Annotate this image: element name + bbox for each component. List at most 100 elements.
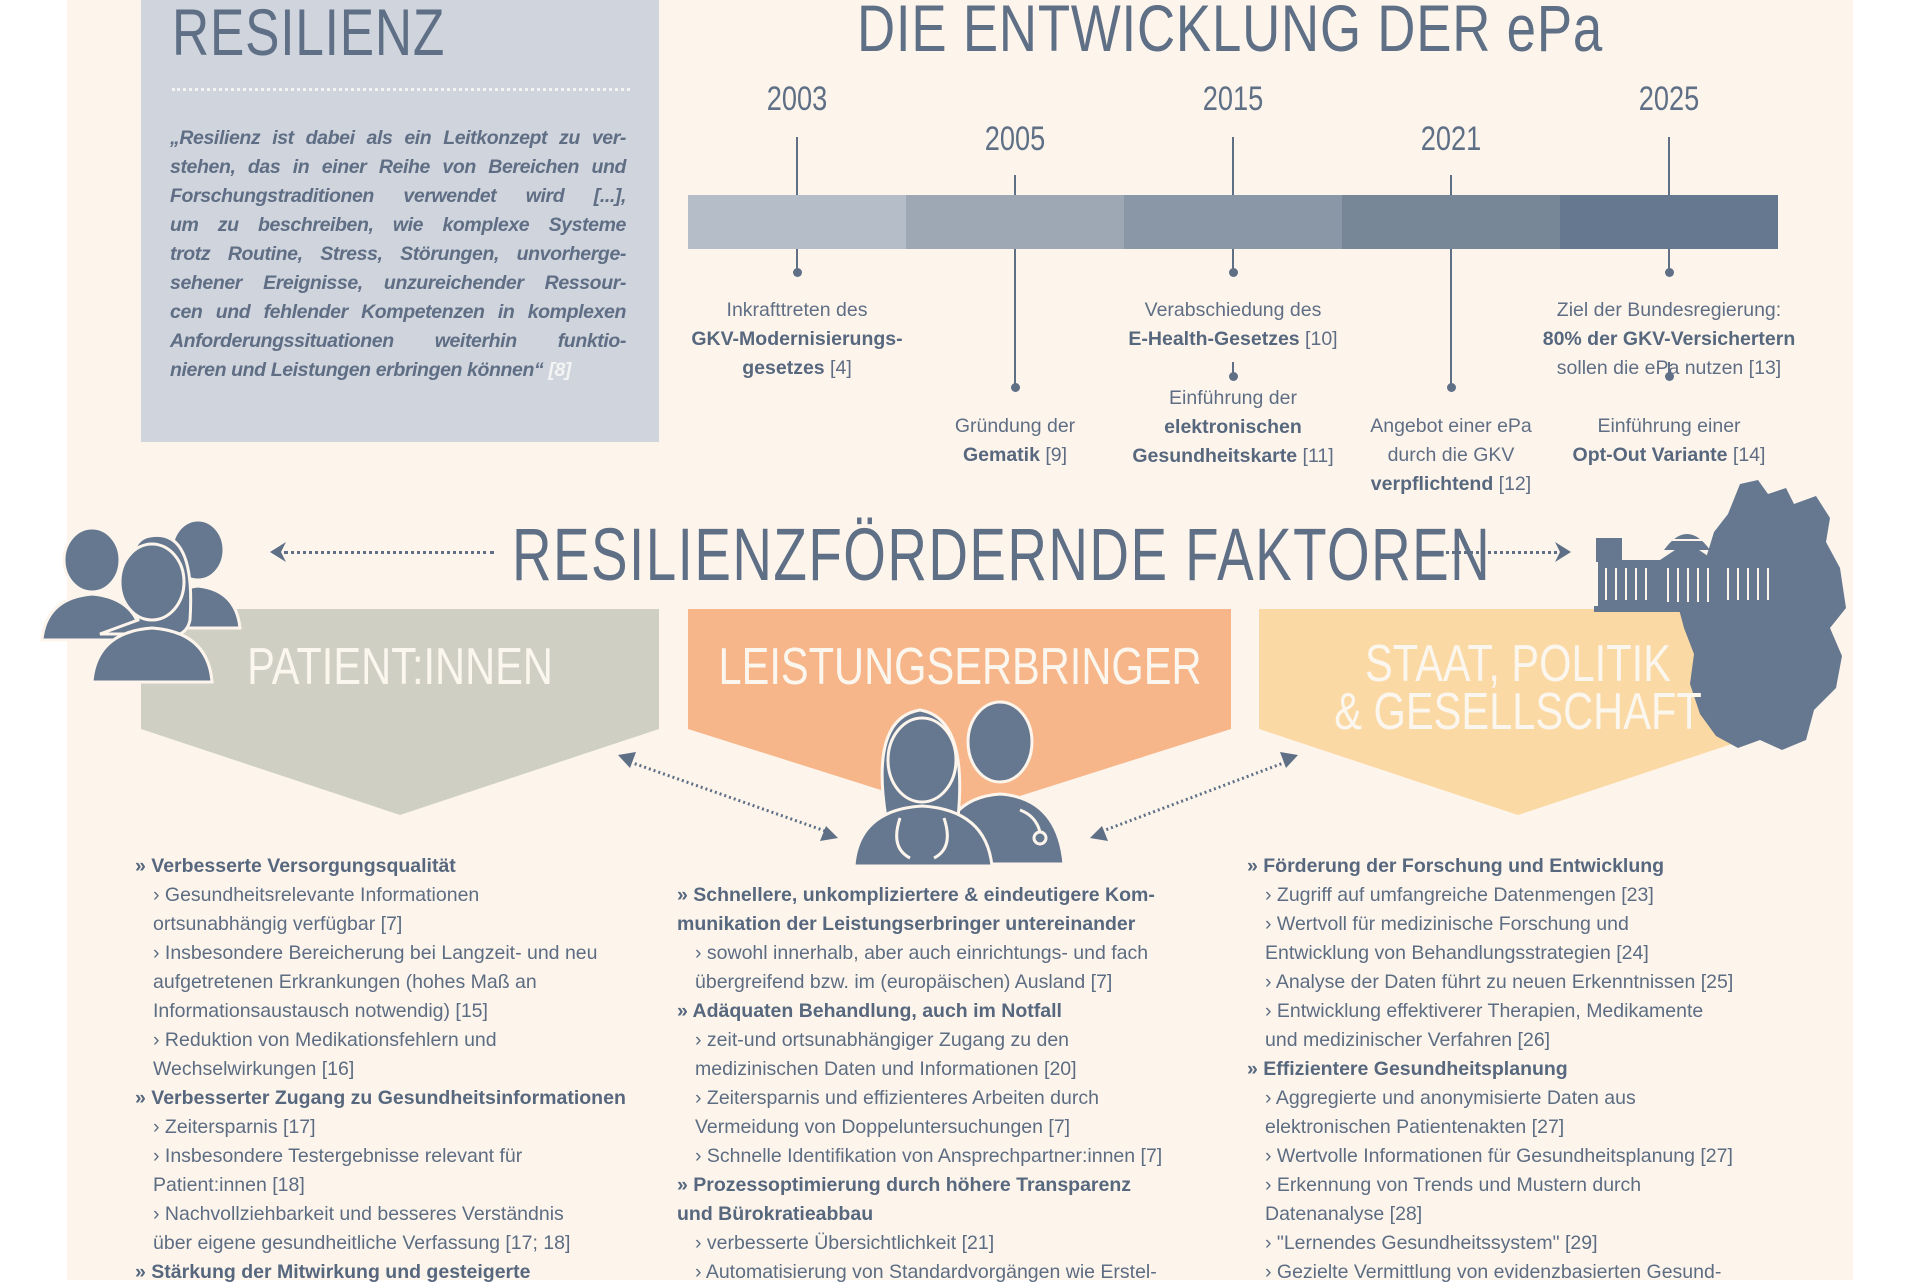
description-text: [10] xyxy=(1299,328,1338,350)
factor-line: Patient:innen [18] xyxy=(153,1174,305,1196)
timeline-dot xyxy=(1010,383,1020,392)
quote-reference: [8] xyxy=(548,359,572,381)
quote-text: nieren und Leistungen erbringen können“ xyxy=(170,359,544,381)
description-line: Ziel der Bundesregierung: xyxy=(1543,296,1796,325)
factor-bullet: › Wertvolle Informationen für Gesundheit… xyxy=(1247,1142,1733,1171)
factor-bullet: › Zugriff auf umfangreiche Datenmengen [… xyxy=(1247,881,1733,910)
description-text: Opt-Out Variante xyxy=(1572,444,1728,466)
dotted-arrow-left-diagonal xyxy=(629,760,829,834)
description-line: durch die GKV xyxy=(1370,441,1532,470)
description-text: Verabschiedung des xyxy=(1144,299,1322,321)
factor-line: » Förderung der Forschung und Entwicklun… xyxy=(1247,855,1665,877)
factor-line: » Prozessoptimierung durch höhere Transp… xyxy=(677,1174,1132,1196)
timeline-stem xyxy=(1014,175,1016,195)
factor-line: » Schnellere, unkompliziertere & eindeut… xyxy=(677,884,1155,906)
timeline-stem xyxy=(796,137,798,195)
factor-heading: » Adäquaten Behandlung, auch im Notfall xyxy=(677,997,1162,1026)
description-line: elektronischen xyxy=(1132,413,1333,442)
quote-text: „Resilienz ist dabei als ein Leitkonzept… xyxy=(170,127,626,149)
timeline-stem xyxy=(1668,362,1670,376)
quote-line: sehener Ereignisse, unzureichender Resso… xyxy=(170,269,626,298)
timeline-title: DIE ENTWICKLUNG DER ePa xyxy=(857,0,1603,65)
arrowhead-icon xyxy=(1090,826,1108,841)
timeline-stem xyxy=(1232,362,1234,376)
banner-label-line: PATIENT:INNEN xyxy=(247,638,553,696)
description-line: Opt-Out Variante [14] xyxy=(1573,441,1766,470)
dotted-arrow-right-diagonal xyxy=(1099,760,1287,834)
factor-line: Entwicklung von Behandlungsstrategien [2… xyxy=(1265,942,1649,964)
timeline-year: 2015 xyxy=(1202,80,1264,118)
factor-line: ortsunabhängig verfügbar [7] xyxy=(153,913,403,935)
factor-bullet: › Wertvoll für medizinische Forschung un… xyxy=(1247,910,1733,968)
description-line: gesetzes [4] xyxy=(691,354,902,383)
description-text: Gematik xyxy=(962,444,1040,466)
factor-line: › Analyse der Daten führt zu neuen Erken… xyxy=(1265,971,1734,993)
description-line: verpflichtend [12] xyxy=(1370,470,1532,499)
timeline-year: 2005 xyxy=(984,120,1046,158)
quote-line: cen und fehlender Kompetenzen in komplex… xyxy=(170,298,626,327)
factor-line: › Insbesondere Bereicherung bei Langzeit… xyxy=(153,942,598,964)
timeline-year: 2025 xyxy=(1638,80,1700,118)
factor-bullet: › Analyse der Daten führt zu neuen Erken… xyxy=(1247,968,1733,997)
factor-line: Informationsaustausch notwendig) [15] xyxy=(153,1000,488,1022)
description-line: Gründung der xyxy=(955,412,1075,441)
timeline-segment xyxy=(1560,195,1778,249)
factor-line: » Effizientere Gesundheitsplanung xyxy=(1247,1058,1568,1080)
timeline-segment xyxy=(1124,195,1342,249)
timeline-stem xyxy=(1668,137,1670,195)
resilienz-box xyxy=(141,0,659,442)
timeline-dot xyxy=(1664,372,1674,381)
quote-text: trotz Routine, Stress, Störungen, unvorh… xyxy=(170,243,626,265)
timeline-stem xyxy=(1232,249,1234,272)
description-line: Angebot einer ePa xyxy=(1370,412,1532,441)
factor-line: › Zeitersparnis und effizienteres Arbeit… xyxy=(695,1087,1099,1109)
factor-bullet: › Aggregierte und anonymisierte Daten au… xyxy=(1247,1084,1733,1142)
timeline-year: 2003 xyxy=(766,80,828,118)
banner-leistungserbringer xyxy=(688,609,1231,815)
factor-line: › Gezielte Vermittlung von evidenzbasier… xyxy=(1265,1261,1722,1283)
factor-bullet: › Zeitersparnis und effizienteres Arbeit… xyxy=(677,1084,1162,1142)
factor-line: › Entwicklung effektiverer Therapien, Me… xyxy=(1265,1000,1704,1022)
factor-line: über eigene gesundheitliche Verfassung [… xyxy=(153,1232,571,1254)
description-text: gesetzes xyxy=(742,357,825,379)
description-text: GKV-Modernisierungs- xyxy=(691,328,903,350)
banner-label: PATIENT:INNEN xyxy=(247,638,553,696)
timeline-description: Angebot einer ePa durch die GKV verpflicht… xyxy=(1370,412,1532,499)
factor-line: » Verbesserter Zugang zu Gesundheitsinfo… xyxy=(135,1087,626,1109)
description-line: E-Health-Gesetzes [10] xyxy=(1128,325,1337,354)
factor-heading: » Verbesserte Versorgungsqualität xyxy=(135,852,626,881)
factor-line: medizinischen Daten und Informationen [2… xyxy=(695,1058,1077,1080)
description-text: E-Health-Gesetzes xyxy=(1128,328,1300,350)
factor-line: › zeit-und ortsunabhängiger Zugang zu de… xyxy=(695,1029,1070,1051)
timeline-dot xyxy=(1228,372,1238,381)
description-text: durch die GKV xyxy=(1387,444,1515,466)
resilienz-quote: „Resilienz ist dabei als ein Leitkonzept… xyxy=(170,124,626,385)
patients-group-icon xyxy=(40,518,242,684)
description-text: 80% der GKV-Versichertern xyxy=(1542,328,1796,350)
factor-bullet: › Zeitersparnis [17] xyxy=(135,1113,626,1142)
description-text: [9] xyxy=(1039,444,1068,466)
quote-text: cen und fehlender Kompetenzen in komplex… xyxy=(170,301,626,323)
banner-staat xyxy=(1259,609,1777,815)
factor-bullet: › Erkennung von Trends und Mustern durch… xyxy=(1247,1171,1733,1229)
description-line: Einführung der xyxy=(1132,384,1333,413)
banner-patienten xyxy=(141,609,659,815)
quote-line: nieren und Leistungen erbringen können“ … xyxy=(170,356,626,385)
factor-line: und Bürokratieabbau xyxy=(677,1203,874,1225)
dotted-divider xyxy=(172,88,630,91)
banner-label: STAAT, POLITIK& GESELLSCHAFT xyxy=(1334,638,1702,738)
factor-line: › Schnelle Identifikation von Ansprechpa… xyxy=(695,1145,1163,1167)
arrowhead-icon xyxy=(1280,752,1298,768)
arrowhead-right-icon xyxy=(1555,542,1571,562)
timeline-stem xyxy=(1450,249,1452,387)
description-text: Ziel der Bundesregierung: xyxy=(1556,299,1782,321)
timeline-segment xyxy=(906,195,1124,249)
factor-line: Datenanalyse [28] xyxy=(1265,1203,1423,1225)
factor-line: › Zeitersparnis [17] xyxy=(153,1116,316,1138)
factor-line: Wechselwirkungen [16] xyxy=(153,1058,355,1080)
